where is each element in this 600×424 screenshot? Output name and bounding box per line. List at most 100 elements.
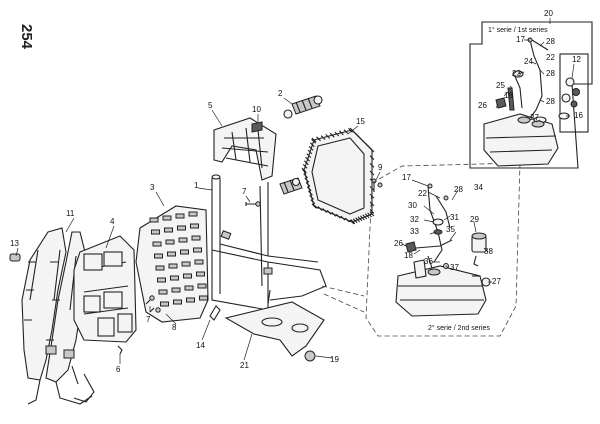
ring-rib bbox=[367, 212, 372, 218]
nut-part bbox=[304, 350, 316, 362]
callout-28d: 28 bbox=[454, 185, 463, 194]
fuel-tank-first-series bbox=[483, 113, 559, 167]
callout-27b: 27 bbox=[492, 277, 501, 286]
callout-5: 5 bbox=[208, 101, 213, 110]
callout-13: 13 bbox=[10, 239, 19, 248]
first-series-label: 1° serie / 1st series bbox=[488, 26, 548, 34]
callout-3: 3 bbox=[150, 183, 155, 192]
plate-slot bbox=[167, 251, 176, 257]
callout-1: 1 bbox=[194, 181, 199, 190]
plate-slot bbox=[158, 289, 168, 295]
ring-rib bbox=[352, 218, 358, 224]
ring-rib bbox=[304, 177, 310, 183]
ring-rib bbox=[369, 209, 375, 214]
ring-rib bbox=[309, 194, 314, 200]
plate-slot bbox=[170, 275, 179, 281]
ring-rib bbox=[360, 215, 365, 221]
ring-rib bbox=[343, 129, 349, 134]
plate-slot bbox=[190, 223, 199, 229]
ring-rib bbox=[307, 149, 313, 155]
ring-rib bbox=[305, 182, 311, 187]
callout-17a: 17 bbox=[516, 35, 525, 44]
plate-slot bbox=[157, 277, 166, 283]
callout-38: 38 bbox=[484, 247, 493, 256]
callout-26b: 26 bbox=[394, 239, 403, 248]
ring-rib bbox=[369, 201, 375, 207]
callout-2: 2 bbox=[278, 89, 283, 98]
callout-17b: 17 bbox=[402, 173, 411, 182]
base-plate bbox=[224, 301, 325, 357]
plate-slot bbox=[178, 237, 188, 243]
ring-rib bbox=[303, 173, 308, 179]
callout-22b: 22 bbox=[418, 189, 427, 198]
fuel-components-first-series bbox=[495, 37, 580, 128]
plate-slot bbox=[188, 211, 198, 217]
upper-back-rest bbox=[213, 117, 277, 181]
ring-rib bbox=[350, 219, 356, 225]
callout-9: 9 bbox=[378, 163, 383, 172]
callout-27a: 27 bbox=[530, 113, 539, 122]
plate-slot bbox=[181, 261, 191, 267]
ring-rib bbox=[311, 138, 316, 144]
plate-slot bbox=[171, 287, 181, 293]
ring-rib bbox=[326, 210, 332, 215]
plate-slot bbox=[149, 217, 159, 223]
ring-rib bbox=[338, 130, 344, 136]
callout-21: 21 bbox=[240, 361, 249, 370]
plate-slot bbox=[164, 227, 173, 233]
callout-16: 16 bbox=[574, 111, 583, 120]
callout-35: 35 bbox=[446, 225, 455, 234]
callout-7b: 7 bbox=[146, 315, 151, 324]
plate-slot bbox=[193, 247, 202, 253]
plate-slot bbox=[165, 239, 175, 245]
callout-29: 29 bbox=[470, 215, 479, 224]
ring-rib bbox=[348, 128, 353, 133]
ring-rib bbox=[369, 162, 375, 168]
callout-20: 20 bbox=[544, 9, 553, 18]
callout-12: 12 bbox=[572, 55, 581, 64]
plate-slot bbox=[184, 285, 194, 291]
callout-24: 24 bbox=[524, 57, 533, 66]
ring-rib bbox=[331, 211, 337, 217]
ring-rib bbox=[306, 186, 312, 192]
anti-vibration-ring bbox=[301, 127, 375, 225]
ring-rib bbox=[311, 137, 317, 143]
callout-36: 36 bbox=[424, 257, 433, 266]
plate-slot bbox=[168, 263, 178, 269]
plate-slot bbox=[160, 301, 169, 307]
ring-rib bbox=[334, 131, 340, 137]
plate-slot bbox=[199, 295, 208, 301]
ring-rib bbox=[362, 214, 368, 220]
callout-8: 8 bbox=[172, 323, 177, 332]
ring-rib bbox=[369, 155, 375, 161]
plate-slot bbox=[175, 213, 185, 219]
ring-rib bbox=[311, 203, 317, 209]
callout-15: 15 bbox=[356, 117, 365, 126]
ring-rib bbox=[308, 146, 314, 151]
frame bbox=[211, 174, 327, 311]
plate-slot bbox=[154, 253, 163, 259]
callout-37: 37 bbox=[450, 263, 459, 272]
ring-rib bbox=[302, 164, 308, 169]
ring-rib bbox=[349, 219, 355, 225]
ring-rib bbox=[357, 216, 363, 222]
leader-lines bbox=[15, 18, 575, 364]
clip-ring bbox=[209, 305, 221, 321]
ring-rib bbox=[335, 213, 341, 219]
ring-rib bbox=[302, 169, 307, 174]
ring-rib bbox=[369, 147, 375, 153]
callout-28a: 28 bbox=[546, 37, 555, 46]
callout-33: 33 bbox=[410, 227, 419, 236]
ring-rib bbox=[340, 215, 346, 221]
callout-22a: 22 bbox=[546, 53, 555, 62]
plate-slot bbox=[196, 271, 205, 277]
ring-rib bbox=[322, 208, 328, 213]
ring-rib bbox=[310, 142, 315, 148]
ring-rib bbox=[355, 217, 360, 223]
ring-rib bbox=[310, 199, 316, 205]
callout-34: 34 bbox=[474, 183, 483, 192]
fuel-tank-second-series bbox=[395, 259, 487, 317]
callout-25: 25 bbox=[496, 81, 505, 90]
plate-slot bbox=[152, 241, 162, 247]
